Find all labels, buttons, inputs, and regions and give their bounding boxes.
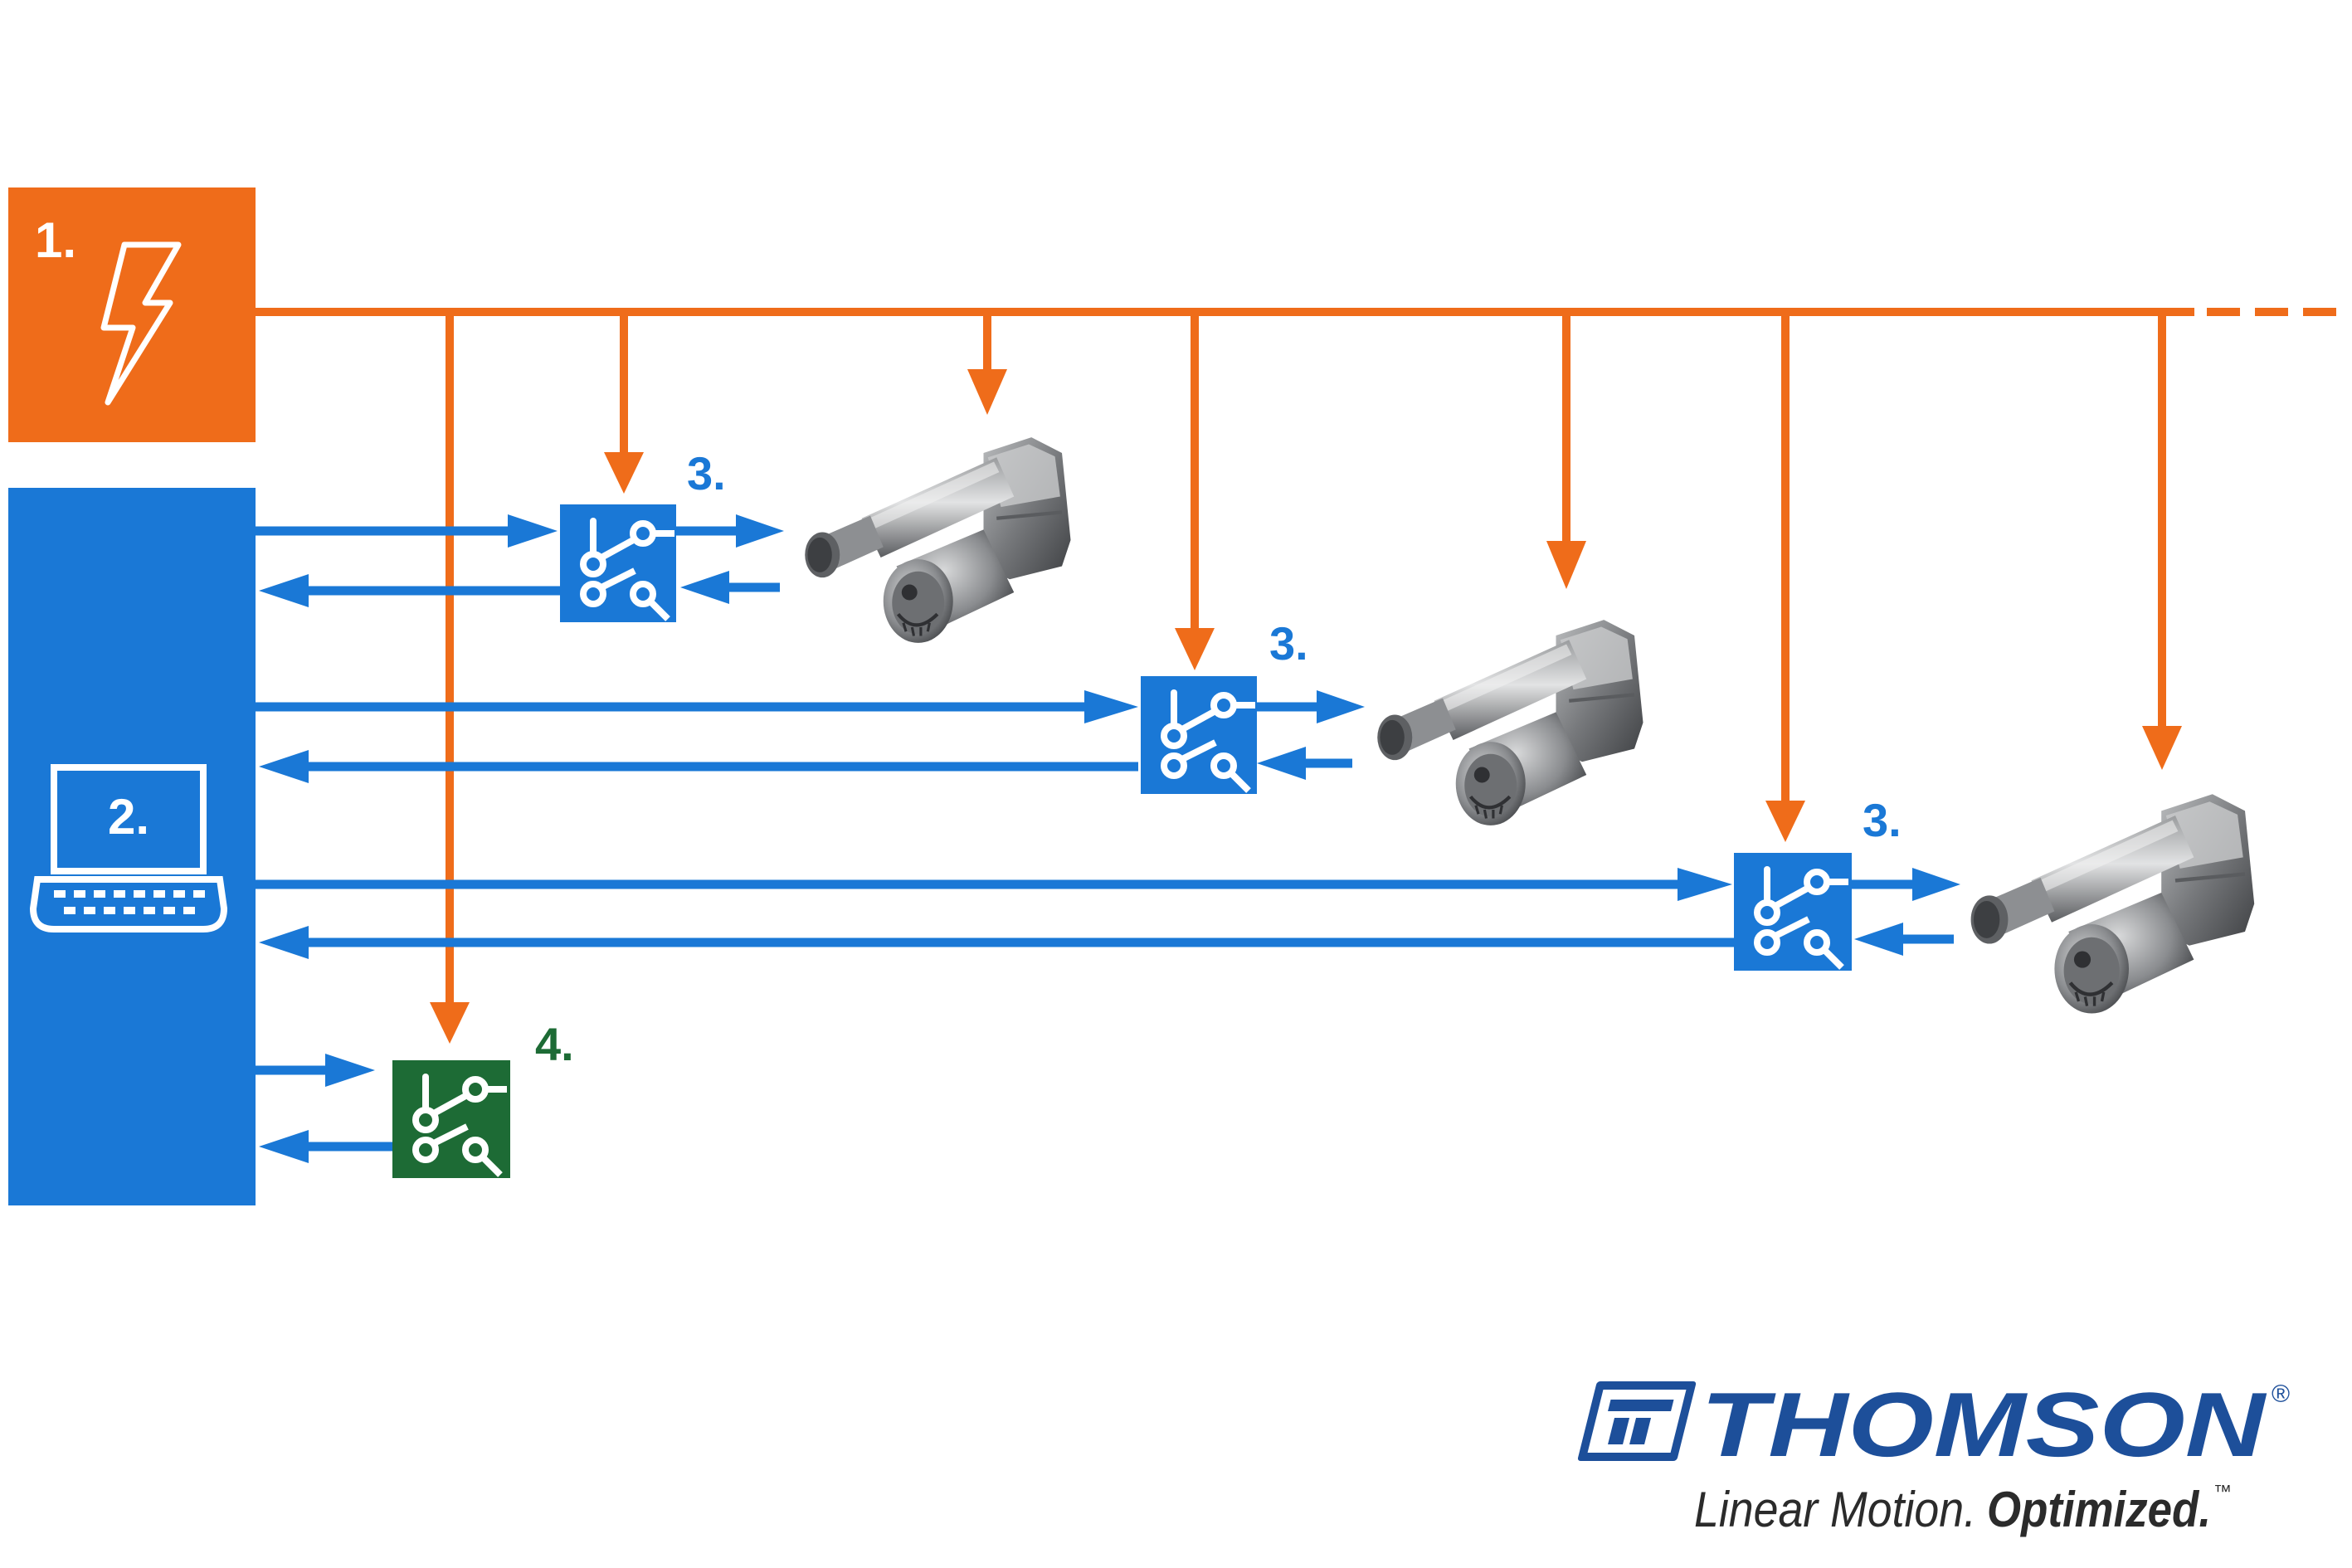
- linear-actuator-icon: [1971, 794, 2255, 1013]
- safety-label: 4.: [535, 1018, 574, 1070]
- logo-registered-mark: ®: [2272, 1381, 2290, 1408]
- signal-arrowheads: [259, 514, 1960, 1163]
- power-supply-label: 1.: [35, 212, 76, 268]
- linear-actuator-icon: [1377, 620, 1643, 825]
- channel-label-3: 3.: [1863, 794, 1902, 846]
- power-arrowheads: [430, 369, 2182, 1044]
- linear-actuator-icon: [805, 437, 1070, 643]
- safety-switch: [392, 1060, 510, 1178]
- channel-switch-2: [1141, 676, 1257, 794]
- lightning-bolt-icon: [100, 241, 182, 406]
- tagline-trademark: ™: [2213, 1481, 2232, 1502]
- channel-switch-3: [1734, 853, 1852, 971]
- thomson-logo: THOMSON ®: [1577, 1374, 2290, 1476]
- tagline-text-1: Linear Motion.: [1694, 1482, 1976, 1537]
- logo-wordmark: THOMSON: [1701, 1374, 2267, 1476]
- tagline: Linear Motion. Optimized. ™: [1694, 1481, 2232, 1537]
- controller-label: 2.: [108, 789, 149, 845]
- channel-label-1: 3.: [687, 447, 726, 499]
- power-supply-block: [8, 187, 256, 442]
- laptop-icon: [29, 764, 228, 933]
- tagline-text-2: Optimized.: [1987, 1482, 2211, 1537]
- controller-block: [8, 488, 256, 1205]
- channel-label-2: 3.: [1269, 617, 1308, 670]
- channel-switch-1: [560, 504, 676, 622]
- logo-emblem: [1577, 1381, 1697, 1461]
- signal-lines: [256, 526, 1954, 1152]
